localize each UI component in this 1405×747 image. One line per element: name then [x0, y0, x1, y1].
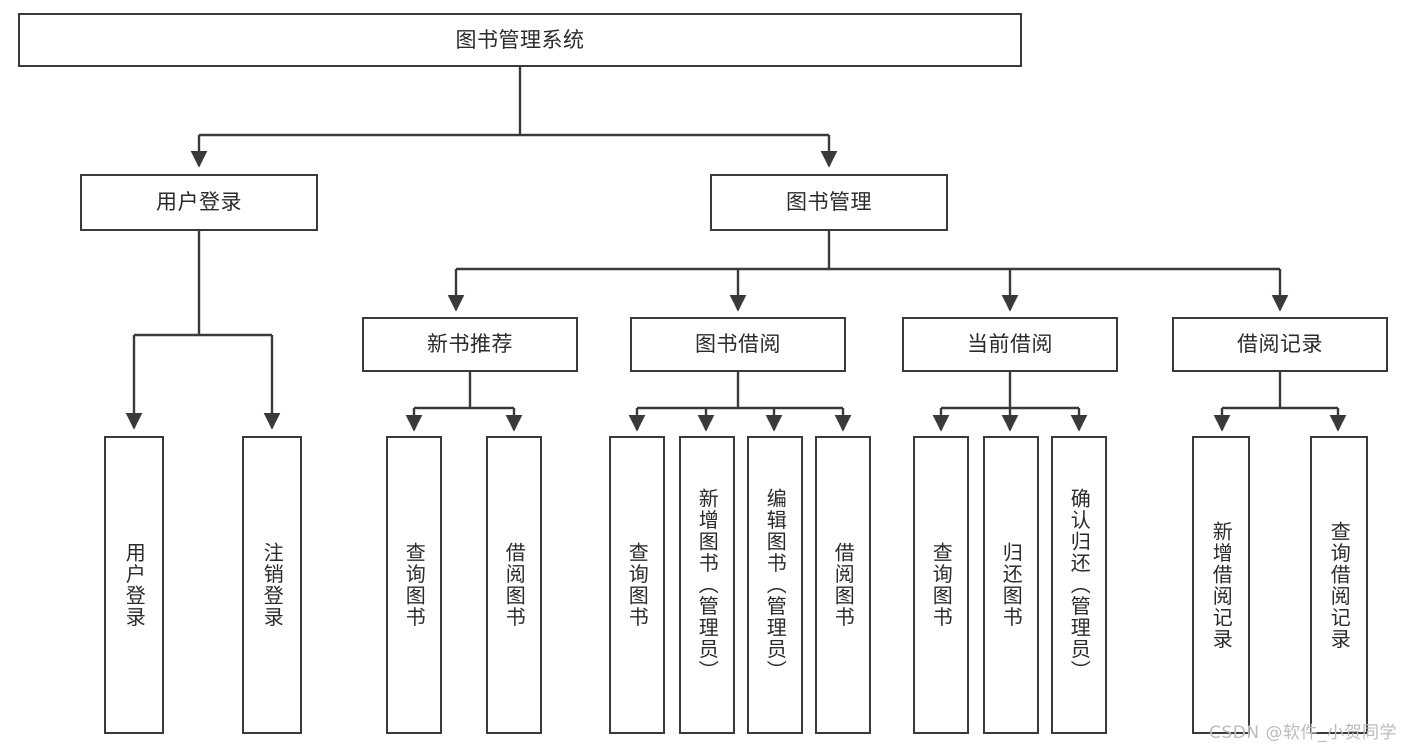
node-book-manage-label: 图书管理 [786, 190, 872, 215]
node-leaf-bb-edit-book-label: 编辑图书（管理员） [763, 488, 788, 682]
node-leaf-br-add-record-label: 新增借阅记录 [1209, 520, 1234, 650]
node-leaf-nb-query-book-label: 查询图书 [402, 542, 427, 628]
node-leaf-bb-query-book-label: 查询图书 [625, 542, 650, 628]
node-current-borrow-label: 当前借阅 [967, 332, 1053, 357]
node-book-borrow-label: 图书借阅 [695, 332, 781, 357]
node-user-login-label: 用户登录 [156, 190, 242, 215]
node-leaf-bb-query-book[interactable]: 查询图书 [609, 436, 665, 734]
node-book-manage[interactable]: 图书管理 [710, 174, 948, 231]
node-leaf-cb-confirm-return[interactable]: 确认归还（管理员） [1051, 436, 1107, 734]
node-leaf-bb-add-book-label: 新增图书（管理员） [695, 488, 720, 682]
node-leaf-bb-add-book[interactable]: 新增图书（管理员） [679, 436, 735, 734]
node-leaf-nb-borrow-book[interactable]: 借阅图书 [486, 436, 542, 734]
node-book-borrow[interactable]: 图书借阅 [630, 317, 846, 372]
node-borrow-record-label: 借阅记录 [1237, 332, 1323, 357]
node-leaf-cb-query-book-label: 查询图书 [929, 542, 954, 628]
node-leaf-user-login-label: 用户登录 [122, 542, 147, 628]
node-leaf-br-query-record[interactable]: 查询借阅记录 [1310, 436, 1368, 734]
node-current-borrow[interactable]: 当前借阅 [902, 317, 1118, 372]
node-leaf-br-query-record-label: 查询借阅记录 [1327, 520, 1352, 650]
node-root-label: 图书管理系统 [455, 27, 585, 52]
node-new-book-label: 新书推荐 [427, 332, 513, 357]
node-leaf-logout[interactable]: 注销登录 [242, 436, 302, 734]
node-borrow-record[interactable]: 借阅记录 [1172, 317, 1388, 372]
node-leaf-cb-query-book[interactable]: 查询图书 [913, 436, 969, 734]
node-leaf-logout-label: 注销登录 [260, 542, 285, 628]
node-root[interactable]: 图书管理系统 [18, 13, 1022, 67]
node-leaf-bb-borrow-book-label: 借阅图书 [831, 542, 856, 628]
csdn-watermark: CSDN @软件_小贺同学 [1209, 723, 1397, 743]
node-new-book[interactable]: 新书推荐 [362, 317, 578, 372]
node-leaf-user-login[interactable]: 用户登录 [104, 436, 164, 734]
node-leaf-bb-borrow-book[interactable]: 借阅图书 [815, 436, 871, 734]
node-leaf-nb-query-book[interactable]: 查询图书 [386, 436, 442, 734]
node-leaf-nb-borrow-book-label: 借阅图书 [502, 542, 527, 628]
node-leaf-cb-return-book[interactable]: 归还图书 [983, 436, 1039, 734]
node-leaf-cb-return-book-label: 归还图书 [999, 542, 1024, 628]
node-leaf-br-add-record[interactable]: 新增借阅记录 [1192, 436, 1250, 734]
node-user-login[interactable]: 用户登录 [80, 174, 318, 231]
node-leaf-cb-confirm-return-label: 确认归还（管理员） [1067, 488, 1092, 682]
node-leaf-bb-edit-book[interactable]: 编辑图书（管理员） [747, 436, 803, 734]
